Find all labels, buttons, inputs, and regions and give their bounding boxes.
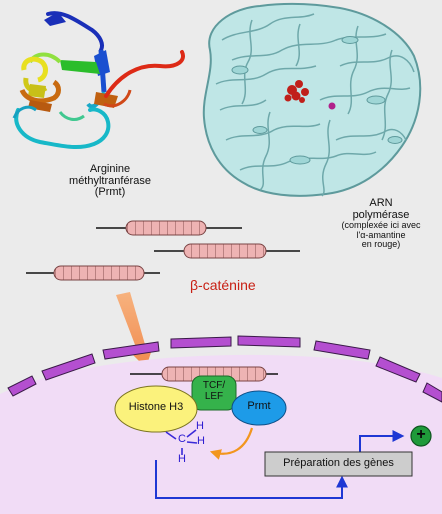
rna-polymerase-label: ARN polymérase (complexée ici avec l'α-a… xyxy=(341,197,421,249)
beta-catenin-label: β-caténine xyxy=(190,277,256,293)
expression-arrow xyxy=(359,430,405,454)
prmt-protein-structure xyxy=(12,11,185,150)
methyl-carbon: C xyxy=(178,433,186,445)
methyl-group xyxy=(165,429,198,455)
rna-polymerase-structure xyxy=(202,2,422,197)
tcf-lef-factor xyxy=(191,375,237,411)
histone-h3 xyxy=(114,385,198,433)
gene-prep-box xyxy=(264,451,413,477)
nuclear-envelope xyxy=(7,335,442,403)
histone-h3-label: Histone H3 xyxy=(128,401,184,413)
beta-catenin-dna-complex-3 xyxy=(26,265,160,281)
prmt-full-name: Arginine méthyltranférase (Prmt) xyxy=(69,163,151,199)
alpha-amanitin xyxy=(284,80,309,103)
methyl-transfer-arrow xyxy=(209,427,254,460)
prmt-enzyme xyxy=(231,390,287,426)
beta-catenin-dna-complex-2 xyxy=(154,243,300,259)
beta-catenin-dna-complex-1 xyxy=(96,220,242,236)
magnesium-ion xyxy=(328,102,336,110)
gene-activation-arrow xyxy=(155,460,348,499)
plus-sign: + xyxy=(416,426,426,443)
prmt-label: Prmt xyxy=(247,400,271,412)
plus-circle xyxy=(410,425,432,447)
tcf-lef-label: TCF/ LEF xyxy=(202,380,226,402)
methyl-hydrogen-1: H xyxy=(196,420,204,432)
methyl-hydrogen-3: H xyxy=(178,453,186,465)
gene-prep-label: Préparation des gènes xyxy=(283,457,394,469)
methyl-hydrogen-2: H xyxy=(197,435,205,447)
